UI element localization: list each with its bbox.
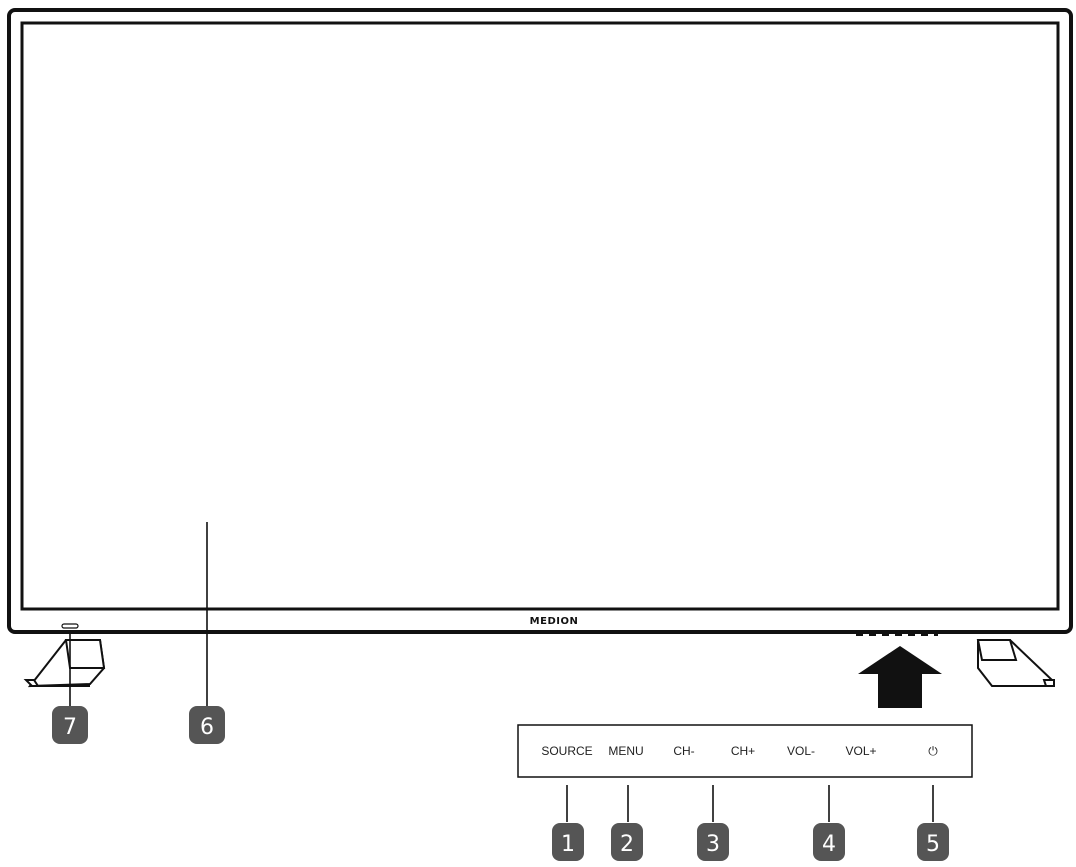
callout-badge-6: 6 — [189, 706, 225, 744]
channel-up-button[interactable]: CH+ — [731, 744, 755, 758]
control-panel-box — [517, 724, 973, 778]
svg-text:3: 3 — [706, 832, 720, 857]
tv-screen — [20, 21, 1060, 611]
callout-badge-5: 5 — [917, 823, 949, 861]
status-led — [61, 623, 79, 629]
leader-lines — [69, 522, 934, 822]
callout-badge-1: 1 — [552, 823, 584, 861]
svg-text:6: 6 — [200, 715, 214, 740]
callout-badge-4: 4 — [813, 823, 845, 861]
svg-text:1: 1 — [561, 832, 575, 857]
svg-text:7: 7 — [63, 715, 77, 740]
brand-logo: MEDION — [530, 616, 579, 627]
callout-badge-2: 2 — [611, 823, 643, 861]
channel-down-button[interactable]: CH- — [673, 744, 694, 758]
right-stand-foot — [976, 639, 1055, 687]
button-strip — [856, 633, 938, 636]
volume-down-button[interactable]: VOL- — [787, 744, 815, 758]
svg-text:4: 4 — [822, 832, 836, 857]
svg-text:2: 2 — [620, 832, 634, 857]
callout-badge-7: 7 — [52, 706, 88, 744]
svg-text:5: 5 — [926, 832, 940, 857]
menu-button[interactable]: MENU — [608, 744, 643, 758]
up-arrow — [858, 646, 942, 708]
power-icon[interactable]: ⏻ — [928, 744, 938, 758]
source-button[interactable]: SOURCE — [541, 744, 592, 758]
volume-up-button[interactable]: VOL+ — [845, 744, 876, 758]
left-stand-foot — [23, 639, 106, 688]
callout-badge-3: 3 — [697, 823, 729, 861]
